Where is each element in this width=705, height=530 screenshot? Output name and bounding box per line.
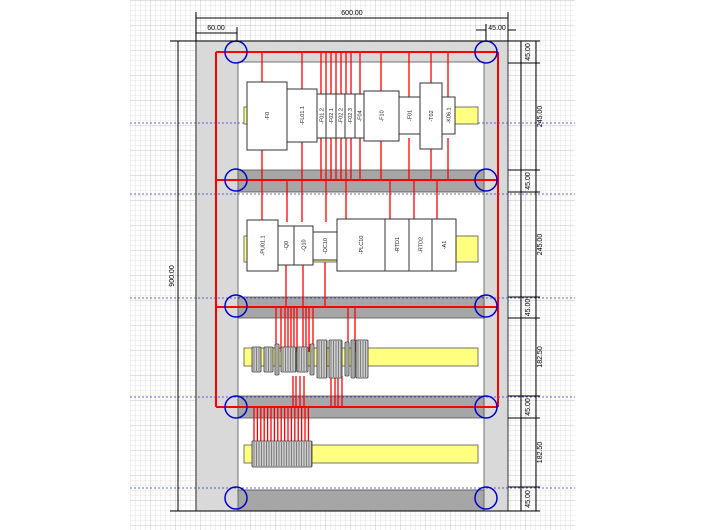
device-fl01.1-label: -FL01.1 [300, 106, 306, 125]
device-f10-label: -F10 [380, 110, 386, 121]
dimension-right-7: 182.50 [537, 442, 544, 464]
dimension-right-5: 182.50 [537, 346, 544, 368]
device-plc10-label: -PLC10 [359, 236, 365, 255]
dimension-right-0: 45.00 [525, 43, 532, 61]
mounting-hole-icon[interactable] [474, 168, 498, 192]
dimension-right-4: 45.00 [525, 299, 532, 317]
device-f01-label: -F01 [408, 110, 414, 121]
device-f01.2-label: -F01.2 [320, 108, 326, 124]
device-q0-label: -Q0 [284, 241, 290, 250]
terminal-block[interactable] [251, 440, 313, 468]
mounting-hole-icon[interactable] [474, 294, 498, 318]
terminal-block[interactable] [296, 346, 309, 373]
device-pu01.1-label: -PU01.1 [261, 235, 267, 255]
dimension-right-offset: 45.00 [488, 25, 506, 32]
dimension-total-width: 600.00 [341, 10, 363, 17]
device-rtd1[interactable] [384, 218, 410, 272]
device-f0-label: -F0 [265, 112, 271, 120]
mounting-hole-icon[interactable] [224, 168, 248, 192]
dimension-right-8: 45.00 [525, 490, 532, 508]
dimension-right-1: 245.00 [537, 106, 544, 128]
device-k06.1[interactable] [441, 96, 456, 135]
terminal-block[interactable] [355, 339, 369, 379]
cable-duct[interactable] [237, 489, 485, 512]
device-f0[interactable] [246, 81, 288, 151]
terminal-block[interactable] [316, 339, 328, 379]
terminal-block[interactable] [280, 346, 297, 373]
device-q10-label: -Q10 [302, 239, 308, 251]
dimension-right-3: 245.00 [537, 234, 544, 256]
mounting-hole-icon[interactable] [224, 294, 248, 318]
device-plc10[interactable] [336, 218, 386, 272]
device-f04-label: -F04 [358, 110, 364, 121]
device-a1[interactable] [431, 218, 457, 272]
dimension-left-offset: 60.00 [207, 25, 225, 32]
mounting-hole-icon[interactable] [474, 486, 498, 510]
mounting-hole-icon[interactable] [474, 395, 498, 419]
mounting-hole-icon[interactable] [224, 486, 248, 510]
dimension-right-6: 45.00 [525, 398, 532, 416]
device-f02.1-label: -F02.1 [329, 108, 335, 124]
device-dc10-label: -DC10 [323, 238, 329, 254]
device-fl01.1[interactable] [286, 88, 318, 143]
device-t02-label: -T02 [429, 110, 435, 121]
device-rtd2-label: -RTD2 [419, 237, 425, 253]
dimension-total-height: 900.00 [169, 265, 176, 287]
dimension-right-2: 45.00 [525, 172, 532, 190]
device-f02.3-label: -F02.3 [348, 108, 354, 124]
device-rtd1-label: -RTD1 [395, 237, 401, 253]
mounting-hole-icon[interactable] [224, 395, 248, 419]
device-f02.2-label: -F02.2 [339, 108, 345, 124]
device-k06.1-label: -K06.1 [447, 107, 453, 123]
device-a1-label: -A1 [442, 241, 448, 250]
